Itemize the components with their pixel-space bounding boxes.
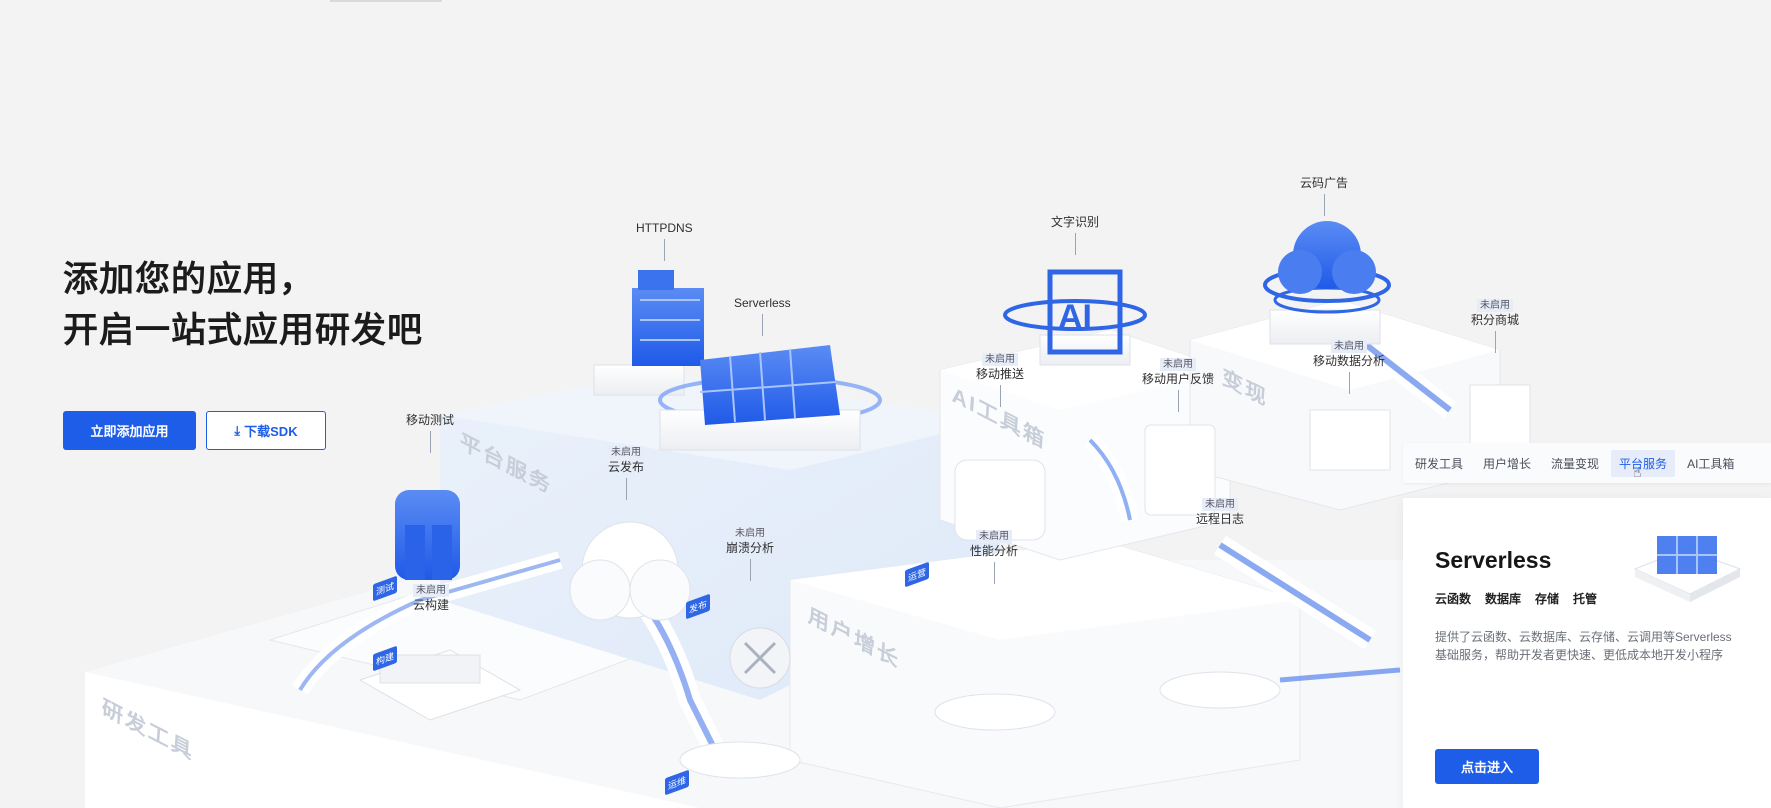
chip-hosting: 托管 xyxy=(1573,592,1598,606)
label-perf-analysis: 未启用性能分析 xyxy=(970,528,1018,584)
analytics-board xyxy=(1309,409,1391,471)
download-sdk-button[interactable]: ⤓ 下载SDK xyxy=(206,411,326,450)
hero-actions: 立即添加应用 ⤓ 下载SDK xyxy=(63,411,326,450)
serverless-thumbnail-icon xyxy=(1633,536,1742,602)
mall-box xyxy=(1469,384,1531,446)
label-mobile-push: 未启用移动推送 xyxy=(976,351,1024,407)
label-points-mall: 未启用积分商城 xyxy=(1471,297,1519,353)
label-mobile-test: 移动测试 xyxy=(406,413,454,453)
ocr-module: AI xyxy=(1003,269,1147,366)
label-httpdns: HTTPDNS xyxy=(636,221,693,261)
label-cloud-release: 未启用云发布 xyxy=(608,444,644,500)
hero-title-line1: 添加您的应用， xyxy=(63,260,316,299)
label-ocr: 文字识别 xyxy=(1051,215,1099,255)
cloud-ad-module xyxy=(1263,221,1391,345)
cloud-release xyxy=(569,521,691,621)
label-cloud-build: 未启用云构建 xyxy=(413,584,450,612)
tab-dev-tools[interactable]: 研发工具 xyxy=(1415,456,1464,471)
card-feature-chips: 云函数 数据库 存储 托管 xyxy=(1435,590,1597,607)
download-icon: ⤓ xyxy=(234,422,241,438)
top-divider xyxy=(330,0,442,2)
hero: 添加您的应用， 开启一站式应用研发吧 xyxy=(63,254,423,356)
tab-ai-tools[interactable]: AI工具箱 xyxy=(1687,456,1735,471)
tab-monetize[interactable]: 流量变现 xyxy=(1551,456,1600,471)
category-tabs: 研发工具 用户增长 流量变现 平台服务 AI工具箱 xyxy=(1403,443,1771,483)
chip-database: 数据库 xyxy=(1485,592,1522,606)
service-detail-card: Serverless 云函数 数据库 存储 托管 提供了云函数、云数据库、云存储… xyxy=(1403,498,1771,808)
chip-storage: 存储 xyxy=(1535,592,1560,606)
serverless-server xyxy=(658,345,882,451)
label-cloud-ad: 云码广告 xyxy=(1300,176,1348,216)
svg-text:AI: AI xyxy=(1058,298,1092,336)
card-description: 提供了云函数、云数据库、云存储、云调用等Serverless基础服务，帮助开发者… xyxy=(1435,630,1732,662)
label-serverless: Serverless xyxy=(734,296,791,336)
tab-user-growth[interactable]: 用户增长 xyxy=(1483,456,1532,471)
label-remote-log: 未启用远程日志 xyxy=(1196,498,1245,526)
label-mobile-analytics: 未启用移动数据分析 xyxy=(1313,338,1385,394)
chip-cloud-function: 云函数 xyxy=(1435,592,1472,606)
add-app-button[interactable]: 立即添加应用 xyxy=(63,411,196,450)
hero-title: 添加您的应用， 开启一站式应用研发吧 xyxy=(63,254,423,356)
hand-cursor-icon: ☝ xyxy=(1633,464,1642,480)
card-title: Serverless xyxy=(1435,547,1552,573)
tab-platform-services[interactable]: 平台服务 xyxy=(1611,449,1676,477)
hero-title-line2: 开启一站式应用研发吧 xyxy=(63,311,424,350)
label-user-feedback: 未启用移动用户反馈 xyxy=(1142,356,1214,412)
download-sdk-label: 下载SDK xyxy=(244,424,298,439)
enter-button[interactable]: 点击进入 xyxy=(1435,749,1539,784)
mobile-test-robot xyxy=(395,490,460,580)
label-crash-analysis: 未启用崩溃分析 xyxy=(726,525,774,581)
feedback-panel xyxy=(1144,424,1216,516)
